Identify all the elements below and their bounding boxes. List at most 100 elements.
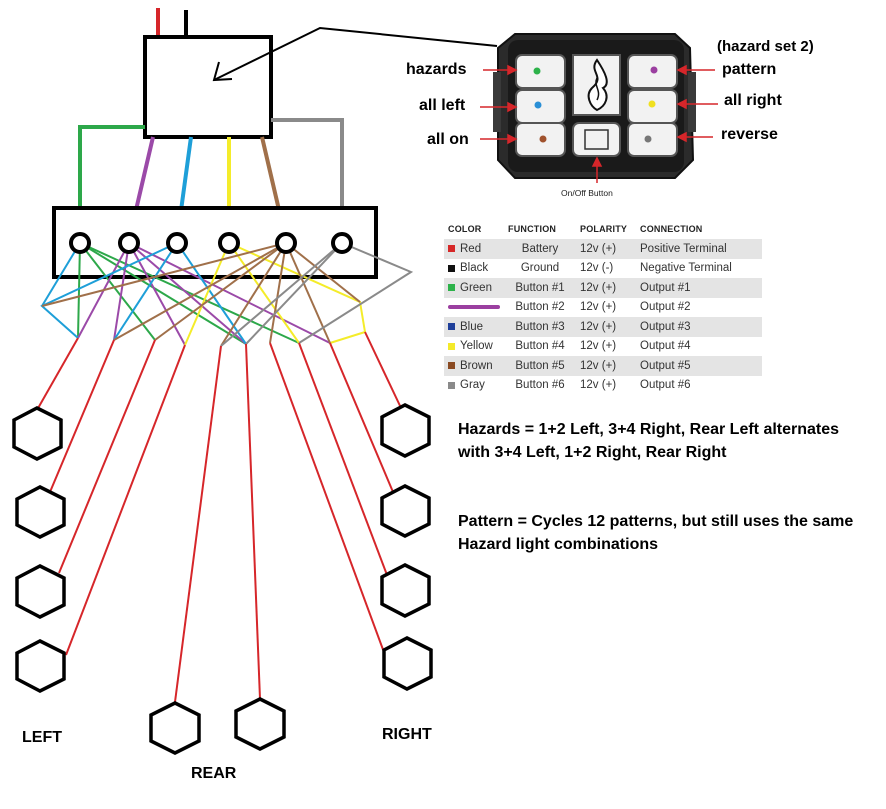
legend-polarity-cell: 12v (+) bbox=[576, 317, 636, 337]
light-rear-1 bbox=[149, 701, 201, 755]
legend-color-name: Yellow bbox=[460, 340, 493, 353]
legend-function-cell: Battery bbox=[504, 239, 576, 259]
legend-polarity-cell: 12v (+) bbox=[580, 301, 617, 314]
legend-polarity-cell: 12v (+) bbox=[576, 278, 636, 298]
light-right-3 bbox=[380, 563, 431, 618]
label-all-left: all left bbox=[419, 97, 466, 114]
legend-connection-cell: Output #6 bbox=[640, 379, 691, 392]
keypad-device bbox=[493, 33, 696, 179]
legend-color-cell bbox=[444, 298, 504, 318]
light-left-1 bbox=[12, 406, 63, 461]
legend-swatch bbox=[448, 362, 455, 370]
legend-color-cell: Blue bbox=[444, 317, 504, 337]
legend-function-cell: Button #1 bbox=[504, 278, 576, 298]
legend-function-cell: Button #6 bbox=[515, 379, 565, 392]
legend-color-name: Red bbox=[460, 242, 482, 255]
legend-header-polarity: POLARITY bbox=[580, 224, 628, 234]
light-feed-lines bbox=[36, 331, 403, 703]
legend-polarity-cell: 12v (+) bbox=[576, 239, 636, 259]
label-rear: REAR bbox=[191, 765, 237, 782]
terminal-6 bbox=[331, 232, 353, 254]
legend-polarity-cell: 12v (+) bbox=[580, 379, 617, 392]
light-left-3 bbox=[15, 564, 66, 619]
purple-indicator-dot bbox=[650, 66, 658, 74]
label-pattern: pattern bbox=[722, 61, 777, 78]
legend-connection-cell: Positive Terminal bbox=[636, 239, 762, 259]
legend-color-name: Gray bbox=[460, 379, 485, 392]
legend-swatch bbox=[448, 264, 455, 272]
controller-module-box bbox=[143, 35, 273, 139]
label-hazard-set-2: (hazard set 2) bbox=[717, 38, 814, 55]
legend-polarity-cell: 12v (-) bbox=[580, 262, 614, 275]
legend-function-cell: Button #3 bbox=[504, 317, 576, 337]
legend-connection-cell: Output #2 bbox=[640, 301, 691, 314]
light-rear-2 bbox=[234, 697, 286, 751]
keypad-button-hazards bbox=[515, 54, 566, 89]
label-all-on: all on bbox=[427, 131, 469, 148]
legend-color-cell: Black bbox=[444, 259, 504, 279]
legend-polarity-cell: 12v (+) bbox=[580, 340, 617, 353]
light-right-4 bbox=[382, 636, 433, 691]
legend-polarity-cell: 12v (+) bbox=[576, 356, 636, 376]
green-indicator-dot bbox=[533, 67, 541, 75]
terminal-5 bbox=[275, 232, 297, 254]
gray-indicator-dot bbox=[644, 135, 652, 143]
legend-color-name: Green bbox=[460, 281, 492, 294]
fanout-lines bbox=[40, 242, 414, 347]
pointer-arrowhead bbox=[212, 61, 233, 82]
terminal-1 bbox=[69, 232, 91, 254]
keypad-button-onoff bbox=[572, 122, 621, 157]
legend-function-cell: Ground bbox=[520, 262, 560, 275]
light-right-2 bbox=[380, 484, 431, 538]
legend-connection-cell: Output #1 bbox=[636, 278, 762, 298]
legend-color-name: Black bbox=[460, 262, 489, 275]
legend-swatch bbox=[448, 342, 455, 350]
legend-color-name: Blue bbox=[460, 320, 484, 333]
legend-color-cell: Gray bbox=[444, 376, 504, 396]
pointer-line bbox=[213, 26, 498, 81]
legend-function-cell: Button #5 bbox=[504, 356, 576, 376]
green-wire bbox=[78, 125, 145, 242]
light-left-4 bbox=[15, 639, 66, 693]
label-onoff-button: On/Off Button bbox=[561, 188, 613, 198]
terminal-posts bbox=[69, 232, 353, 254]
legend-color-cell: Green bbox=[444, 278, 504, 298]
terminal-2 bbox=[118, 232, 140, 254]
pattern-note: Pattern = Cycles 12 patterns, but still … bbox=[458, 513, 854, 553]
legend-connection-cell: Negative Terminal bbox=[640, 262, 732, 275]
legend-function-cell: Button #4 bbox=[515, 340, 565, 353]
terminal-3 bbox=[166, 232, 188, 254]
legend-color-cell: Red bbox=[444, 239, 504, 259]
light-right-1 bbox=[380, 403, 431, 458]
legend-color-name: Brown bbox=[460, 359, 493, 372]
legend-swatch bbox=[448, 284, 455, 292]
label-right: RIGHT bbox=[382, 726, 432, 743]
light-left-2 bbox=[15, 485, 66, 539]
yellow-indicator-dot bbox=[648, 100, 656, 108]
legend-header-connection: CONNECTION bbox=[640, 224, 703, 234]
legend-swatch bbox=[448, 381, 455, 389]
label-hazards: hazards bbox=[406, 61, 467, 78]
legend-header-function: FUNCTION bbox=[508, 224, 557, 234]
label-arrows bbox=[480, 64, 718, 183]
terminal-4 bbox=[218, 232, 240, 254]
legend-connection-cell: Output #4 bbox=[640, 340, 691, 353]
label-left: LEFT bbox=[22, 729, 62, 746]
keypad-button-reverse bbox=[627, 122, 678, 157]
gray-wire bbox=[271, 118, 344, 240]
label-reverse: reverse bbox=[721, 126, 778, 143]
legend-color-cell: Brown bbox=[444, 356, 504, 376]
legend-connection-cell: Output #3 bbox=[636, 317, 762, 337]
legend-color-cell: Yellow bbox=[444, 337, 504, 357]
legend-swatch bbox=[448, 245, 455, 253]
label-all-right: all right bbox=[724, 92, 782, 109]
hazards-note: Hazards = 1+2 Left, 3+4 Right, Rear Left… bbox=[458, 421, 840, 461]
terminal-strip bbox=[52, 206, 378, 279]
